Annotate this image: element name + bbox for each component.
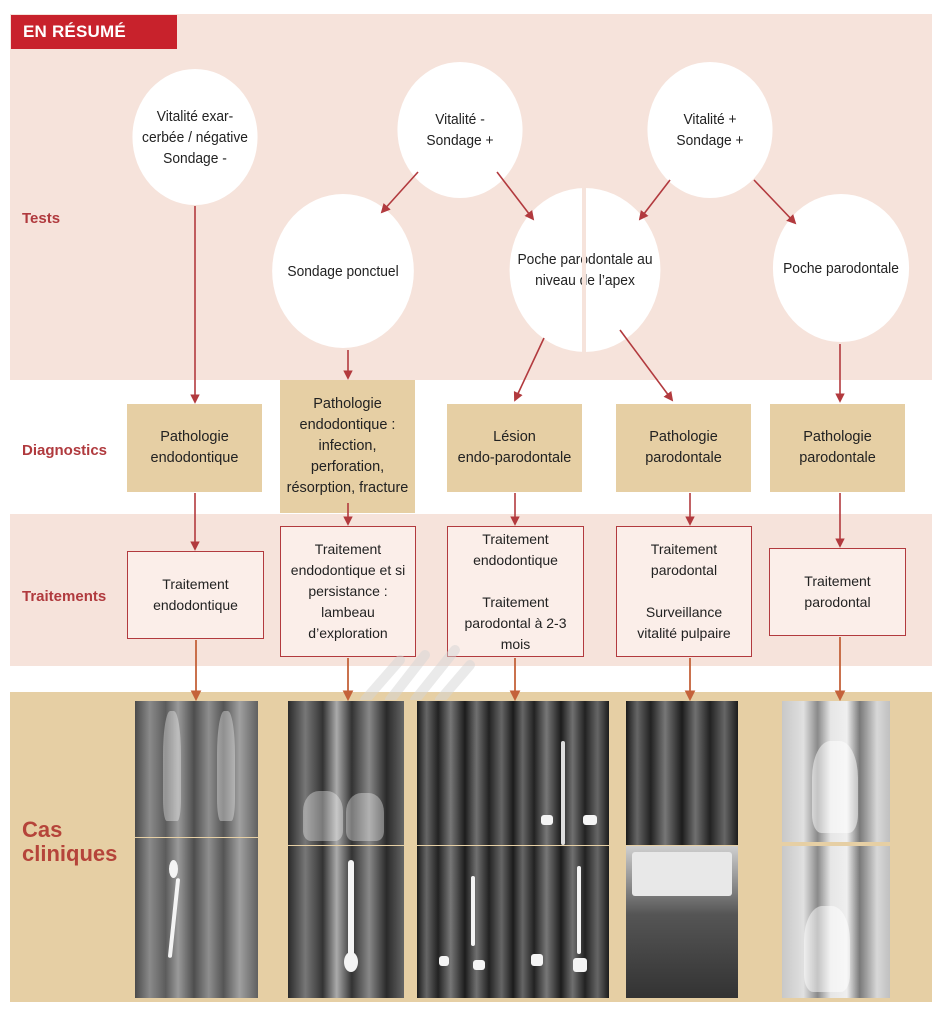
- treatment-box: Traitement parodontal Surveillance vital…: [616, 526, 752, 657]
- xray-image-case-5-before: [782, 701, 890, 842]
- watermark-logo: [360, 645, 475, 700]
- xray-image-case-5-after: [782, 846, 890, 998]
- xray-image-case-1-before: [135, 701, 258, 837]
- xray-image-case-3-after-left: [417, 846, 513, 998]
- xray-image-case-3-before-right: [513, 701, 609, 845]
- test-circle-poche-parodontale: Poche parodontale: [772, 194, 910, 342]
- row-label-tests: Tests: [22, 210, 61, 227]
- page-title: EN RÉSUMÉ: [11, 15, 177, 49]
- xray-image-case-4-before: [626, 701, 738, 845]
- circle-divider: [582, 188, 586, 353]
- test-circle-vitalite-positive: Vitalité + Sondage +: [647, 62, 773, 198]
- treatment-box: Traitement endodontique Traitement parod…: [447, 526, 584, 657]
- row-label-traitements: Traitements: [22, 588, 107, 605]
- row-label-diagnostics: Diagnostics: [22, 442, 108, 459]
- treatment-box: Traitement parodontal: [769, 548, 906, 636]
- treatment-box: Traitement endodontique et si persistanc…: [280, 526, 416, 657]
- test-circle-label: Vitalité - Sondage +: [426, 111, 494, 149]
- diagnostic-box: Lésion endo-parodontale: [447, 404, 582, 492]
- test-circle-label: Vitalité + Sondage +: [676, 111, 744, 149]
- test-circle-label: Sondage ponctuel: [287, 262, 399, 280]
- xray-image-case-2-before: [288, 701, 404, 845]
- xray-image-case-2-after: [288, 846, 404, 998]
- test-circle-vitalite-exacerbee: Vitalité exar- cerbée / négative Sondage…: [132, 69, 258, 205]
- test-circle-sondage-ponctuel: Sondage ponctuel: [272, 194, 414, 348]
- test-circle-label: Vitalité exar- cerbée / négative Sondage…: [142, 107, 248, 167]
- row-label-cas-cliniques: Cas cliniques: [22, 817, 118, 866]
- diagnostic-box: Pathologie parodontale: [770, 404, 905, 492]
- treatment-box: Traitement endodontique: [127, 551, 264, 639]
- diagnostic-box: Pathologie parodontale: [616, 404, 751, 492]
- test-circle-vitalite-negative: Vitalité - Sondage +: [397, 62, 523, 198]
- diagnostic-box: Pathologie endodontique : infection, per…: [280, 380, 415, 513]
- xray-image-case-3-after-right: [513, 846, 609, 998]
- test-circle-label: Poche parodontale: [783, 259, 899, 277]
- xray-image-case-3-before-left: [417, 701, 513, 845]
- xray-image-case-4-after: [626, 846, 738, 998]
- diagnostic-box: Pathologie endodontique: [127, 404, 262, 492]
- xray-image-case-1-after: [135, 838, 258, 998]
